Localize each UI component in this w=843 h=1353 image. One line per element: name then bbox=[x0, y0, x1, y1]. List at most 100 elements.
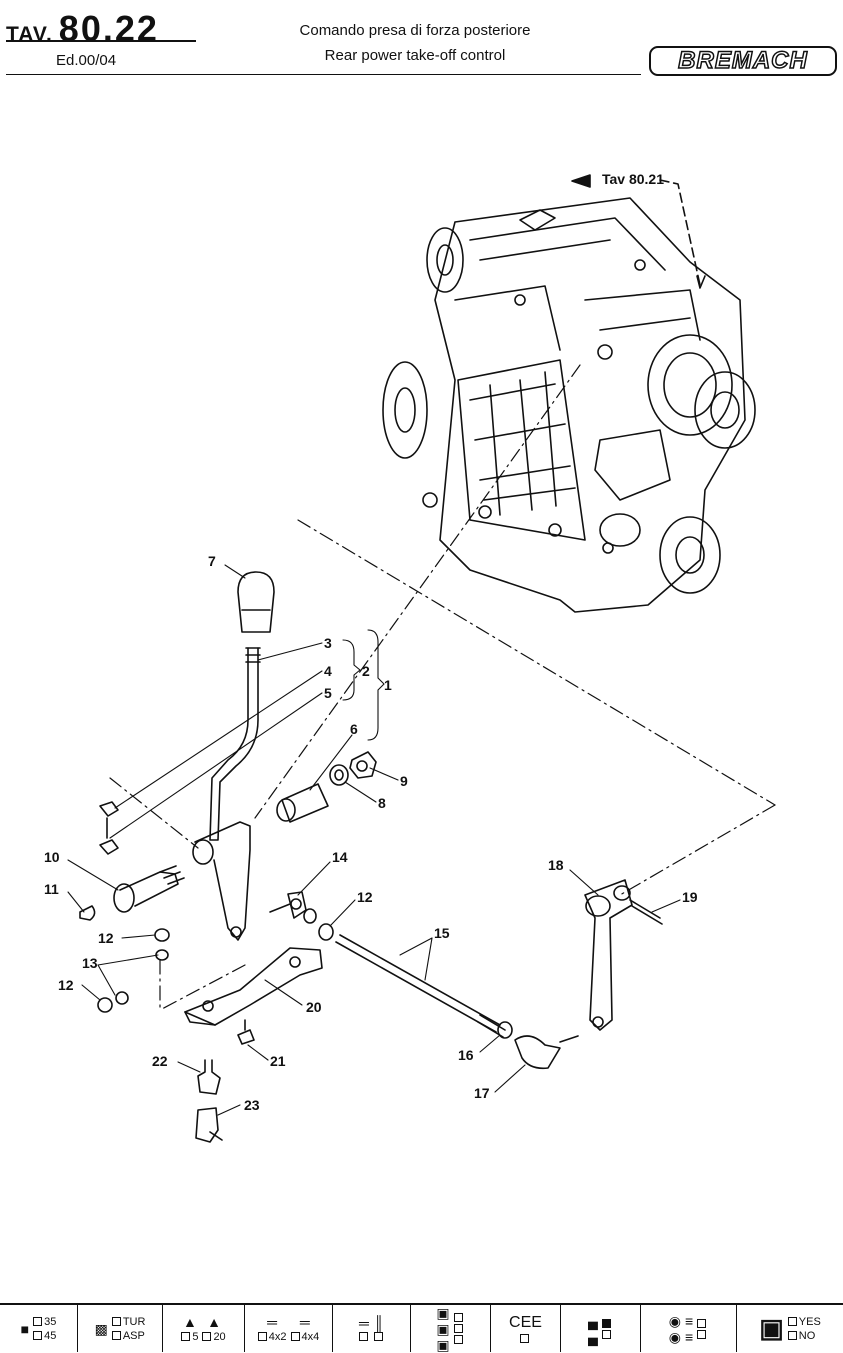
footer-slope: ▲ 5 ▲ 20 bbox=[163, 1305, 245, 1352]
checkbox-4x4[interactable] bbox=[290, 1332, 300, 1342]
slope-icon: ▲ bbox=[182, 1313, 197, 1330]
option-c-icon: ≡ bbox=[685, 1312, 694, 1329]
title-italian: Comando presa di forza posteriore bbox=[299, 22, 531, 39]
leader-lines bbox=[67, 564, 681, 1116]
engine-icon: ▩ bbox=[94, 1320, 108, 1337]
bushing-parts bbox=[276, 751, 377, 823]
mounting-bracket bbox=[184, 947, 323, 1026]
brand-logo: BREMACH bbox=[649, 46, 837, 76]
lock-icon: ▣ bbox=[759, 1313, 784, 1343]
chassis-long-icon: ▄ bbox=[588, 1328, 598, 1345]
footer-weight: ■ 35 45 bbox=[0, 1305, 78, 1352]
callout-numbers: 7 3 4 5 2 1 6 8 9 10 11 12 13 12 14 12 1… bbox=[44, 553, 698, 1113]
checkbox-axle-b[interactable] bbox=[373, 1332, 383, 1341]
callout-6: 6 bbox=[350, 721, 358, 737]
footer-engine: ▩ TUR ASP bbox=[78, 1305, 163, 1352]
callout-1: 1 bbox=[384, 677, 392, 693]
footer-axle-type: ═ ║ bbox=[333, 1305, 411, 1352]
footer-yes-no: ▣ YES NO bbox=[759, 1313, 821, 1343]
option-b-icon: ◉ bbox=[668, 1328, 682, 1345]
callout-22: 22 bbox=[152, 1053, 168, 1069]
axle-4x2-icon: ═ bbox=[267, 1313, 278, 1330]
checkbox-chassis-b[interactable] bbox=[601, 1329, 611, 1339]
washers bbox=[97, 908, 334, 1013]
checkbox-chassis-a[interactable] bbox=[601, 1318, 611, 1328]
footer-cee: CEE bbox=[491, 1305, 561, 1352]
callout-12-b: 12 bbox=[58, 977, 74, 993]
callout-23: 23 bbox=[244, 1097, 260, 1113]
callout-15: 15 bbox=[434, 925, 450, 941]
reference-arrow bbox=[571, 174, 706, 289]
callout-14: 14 bbox=[332, 849, 348, 865]
weight-icon: ■ bbox=[20, 1320, 30, 1337]
reference-label: Tav 80.21 bbox=[602, 171, 664, 187]
header-rule-short bbox=[6, 40, 196, 42]
checkbox-body-c[interactable] bbox=[453, 1335, 463, 1344]
title-english: Rear power take-off control bbox=[324, 47, 506, 64]
header: TAV.80.22 Ed.00/04 Comando presa di forz… bbox=[0, 0, 843, 80]
checkbox-no[interactable] bbox=[787, 1331, 797, 1341]
cee-label: CEE bbox=[509, 1314, 542, 1331]
callout-17: 17 bbox=[474, 1085, 490, 1101]
footer-drive: ═ 4x2 ═ 4x4 bbox=[245, 1305, 333, 1352]
applicability-footer: ■ 35 45 ▩ TUR ASP ▲ 5 ▲ 20 ═ 4x2 ═ 4x4 bbox=[0, 1303, 843, 1352]
checkbox-axle-a[interactable] bbox=[358, 1332, 368, 1341]
checkbox-45[interactable] bbox=[33, 1331, 43, 1341]
axle-icon: ═ bbox=[359, 1315, 369, 1331]
chassis-short-icon: ▄ bbox=[588, 1312, 598, 1329]
callout-7: 7 bbox=[208, 553, 216, 569]
transfer-case-assembly bbox=[382, 197, 756, 613]
callout-10: 10 bbox=[44, 849, 60, 865]
sensor-switch bbox=[195, 1059, 223, 1143]
callout-4: 4 bbox=[324, 663, 332, 679]
callout-13: 13 bbox=[82, 955, 98, 971]
checkbox-cee[interactable] bbox=[520, 1334, 529, 1343]
bracket-screw bbox=[237, 1019, 255, 1045]
lever-fork bbox=[192, 821, 251, 941]
checkbox-option-b[interactable] bbox=[697, 1329, 707, 1339]
gear-knob bbox=[237, 571, 275, 633]
exploded-parts-diagram: Tav 80.21 bbox=[44, 171, 776, 1143]
callout-8: 8 bbox=[378, 795, 386, 811]
pivot-pin bbox=[79, 865, 185, 921]
checkbox-35[interactable] bbox=[33, 1317, 43, 1327]
callout-11: 11 bbox=[44, 881, 59, 897]
callout-5: 5 bbox=[324, 685, 332, 701]
truck-tipper-icon: ▣ bbox=[436, 1336, 450, 1353]
checkbox-body-a[interactable] bbox=[453, 1313, 463, 1322]
callout-19: 19 bbox=[682, 889, 698, 905]
pto-lever bbox=[584, 879, 663, 1031]
callout-21: 21 bbox=[270, 1053, 286, 1069]
callout-18: 18 bbox=[548, 857, 564, 873]
callout-20: 20 bbox=[306, 999, 322, 1015]
callout-9: 9 bbox=[400, 773, 408, 789]
option-d-icon: ≡ bbox=[685, 1328, 694, 1345]
footer-options: ◉ ◉ ≡ ≡ bbox=[641, 1305, 737, 1352]
checkbox-body-b[interactable] bbox=[453, 1324, 463, 1333]
checkbox-yes[interactable] bbox=[787, 1317, 797, 1327]
assembly-centerlines bbox=[109, 364, 776, 1011]
callout-12-a: 12 bbox=[98, 930, 114, 946]
control-lever bbox=[209, 647, 261, 841]
ball-joint-14 bbox=[269, 891, 307, 919]
footer-chassis: ▄ ▄ bbox=[561, 1305, 641, 1352]
nut-and-bolt bbox=[99, 801, 119, 855]
callout-16: 16 bbox=[458, 1047, 474, 1063]
header-rule-long bbox=[6, 74, 641, 75]
callout-12-c: 12 bbox=[357, 889, 373, 905]
checkbox-option-a[interactable] bbox=[697, 1318, 707, 1328]
checkbox-tur[interactable] bbox=[111, 1317, 121, 1327]
checkbox-20[interactable] bbox=[202, 1332, 212, 1342]
axle-double-icon: ║ bbox=[374, 1315, 384, 1331]
axle-4x4-icon: ═ bbox=[299, 1313, 310, 1330]
slope-steep-icon: ▲ bbox=[207, 1313, 221, 1330]
rod-end-17 bbox=[497, 1021, 579, 1070]
edition-label: Ed.00/04 bbox=[56, 52, 117, 69]
checkbox-4x2[interactable] bbox=[257, 1332, 267, 1342]
checkbox-5[interactable] bbox=[181, 1332, 191, 1342]
footer-body: ▣ ▣ ▣ bbox=[411, 1305, 491, 1352]
checkbox-asp[interactable] bbox=[111, 1331, 121, 1341]
truck-cab-icon: ▣ bbox=[436, 1304, 450, 1321]
truck-long-icon: ▣ bbox=[436, 1320, 450, 1337]
option-a-icon: ◉ bbox=[668, 1312, 682, 1329]
